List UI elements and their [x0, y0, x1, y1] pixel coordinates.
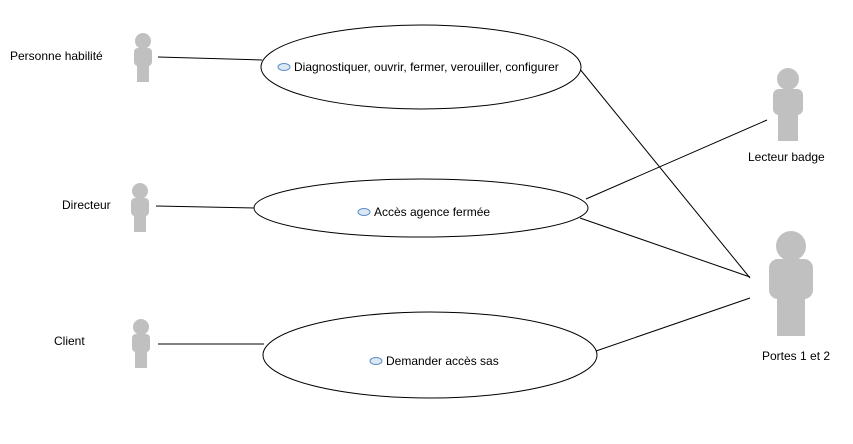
actor-label: Personne habilité — [10, 49, 103, 63]
associations — [155, 56, 768, 352]
actor-lecteur[interactable]: Lecteur badge — [748, 68, 825, 164]
use-case-icon — [357, 208, 371, 216]
use-case-ellipse[interactable] — [262, 311, 598, 399]
use-case-label: Diagnostiquer, ouvrir, fermer, verouille… — [294, 60, 559, 74]
actor-label: Portes 1 et 2 — [762, 349, 830, 363]
use-case-acces[interactable]: Accès agence fermée — [253, 178, 589, 238]
use-case-label: Demander accès sas — [386, 354, 499, 368]
actor-label: Lecteur badge — [748, 150, 825, 164]
actor-figure-icon — [132, 319, 150, 368]
assoc-personne-diag — [157, 56, 263, 61]
assoc-acces-lecteur — [585, 119, 768, 200]
actor-label: Client — [54, 334, 85, 348]
actor-figure-icon — [131, 183, 149, 232]
assoc-sas-portes — [595, 297, 751, 352]
assoc-diag-portes — [578, 67, 751, 279]
actor-directeur[interactable]: Directeur — [62, 183, 149, 232]
use-case-ellipse[interactable] — [253, 178, 589, 238]
actor-client[interactable]: Client — [54, 319, 150, 368]
use-case-ellipse[interactable] — [260, 24, 582, 110]
use-case-sas[interactable]: Demander accès sas — [262, 311, 598, 399]
actor-label: Directeur — [62, 198, 111, 212]
actor-figure-icon — [134, 33, 152, 82]
assoc-acces-portes — [579, 217, 751, 278]
use-case-icon — [369, 357, 383, 365]
actor-personne[interactable]: Personne habilité — [10, 33, 152, 82]
use-case-diag[interactable]: Diagnostiquer, ouvrir, fermer, verouille… — [260, 24, 582, 110]
actor-figure-icon — [769, 231, 813, 336]
assoc-directeur-acces — [155, 205, 256, 209]
actor-figure-icon — [773, 68, 803, 141]
actor-portes[interactable]: Portes 1 et 2 — [762, 231, 830, 363]
use-case-label: Accès agence fermée — [374, 205, 490, 219]
use-case-icon — [277, 63, 291, 71]
